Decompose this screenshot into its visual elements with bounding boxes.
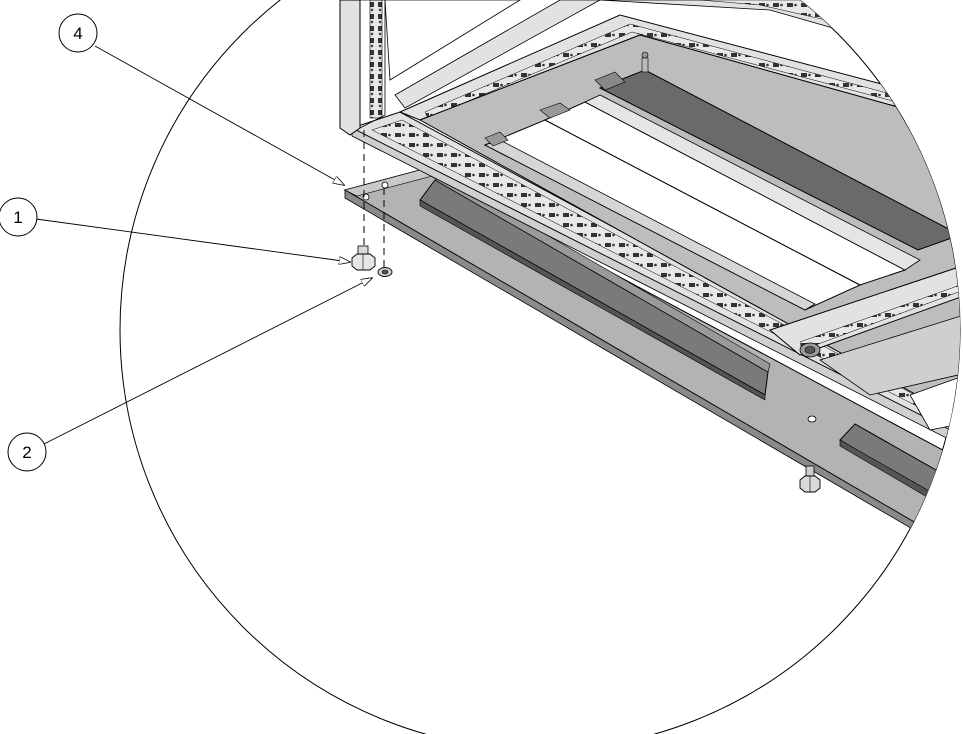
- base-rail: [419, 175, 771, 401]
- callout-label: 2: [22, 443, 31, 462]
- hex-bolt: [351, 245, 376, 271]
- mounting-rails: [483, 51, 960, 311]
- callout-2: 2: [7, 432, 47, 472]
- callout-label: 1: [13, 208, 22, 227]
- plate-hole: [807, 415, 817, 423]
- hex-bolt: [799, 465, 821, 493]
- callout-4: 4: [58, 13, 98, 53]
- callout-leader-4: [94, 45, 344, 185]
- callout-1: 1: [0, 197, 38, 237]
- cross-frame: [768, 259, 960, 431]
- plate-hole: [381, 181, 389, 189]
- callout-leader-1: [35, 218, 350, 262]
- callout-leader-2: [41, 278, 372, 446]
- corner-post: [339, 0, 386, 136]
- callout-label: 4: [73, 24, 82, 43]
- washer: [377, 267, 393, 277]
- enclosure-assembly: [339, 0, 960, 549]
